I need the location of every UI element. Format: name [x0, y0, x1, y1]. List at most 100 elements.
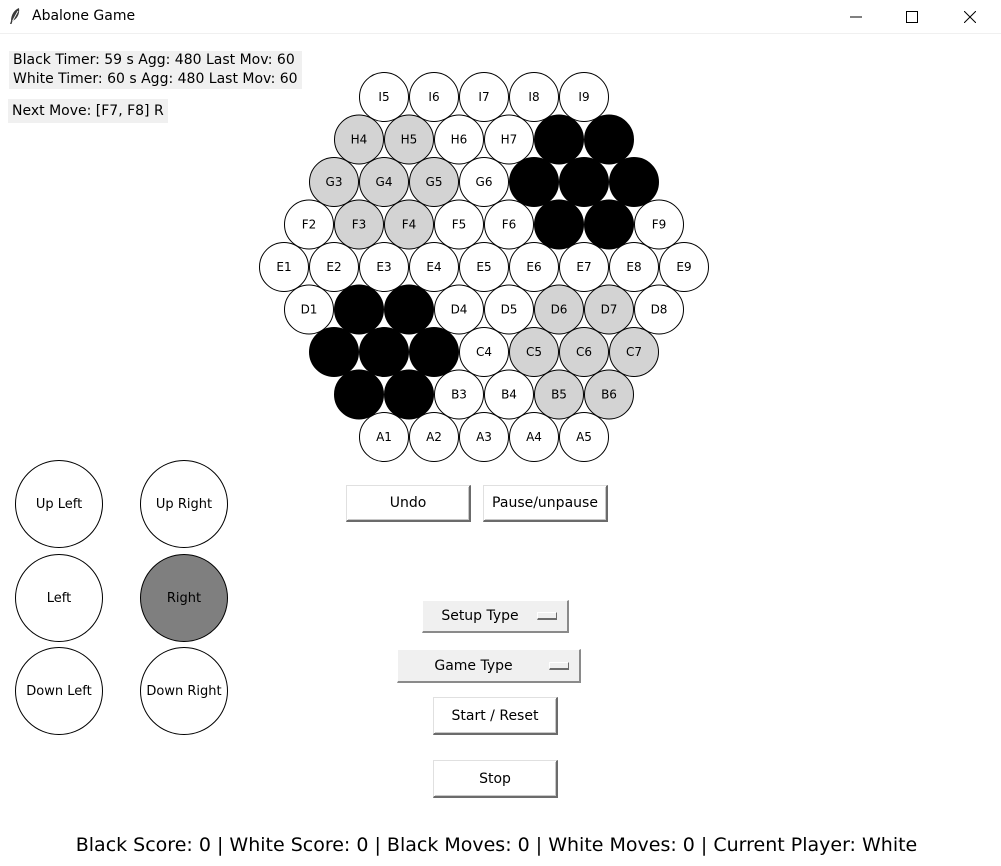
board-cell-c4[interactable]: C4: [459, 327, 509, 377]
empty-cell[interactable]: [609, 242, 659, 292]
black-marble[interactable]: [309, 327, 359, 377]
white-marble[interactable]: [384, 199, 434, 250]
empty-cell[interactable]: [484, 284, 534, 335]
empty-cell[interactable]: [259, 242, 309, 292]
board-cell-e4[interactable]: E4: [409, 242, 459, 292]
board-cell-c2[interactable]: [359, 327, 409, 377]
board-cell-h8[interactable]: [534, 114, 584, 165]
empty-cell[interactable]: [359, 72, 409, 122]
empty-cell[interactable]: [359, 412, 409, 462]
board-cell-i6[interactable]: I6: [409, 72, 459, 122]
board-cell-c5[interactable]: C5: [509, 327, 559, 377]
board-cell-i5[interactable]: I5: [359, 72, 409, 122]
board-cell-f3[interactable]: F3: [334, 199, 384, 250]
empty-cell[interactable]: [484, 369, 534, 420]
board-cell-h9[interactable]: [584, 114, 634, 165]
empty-cell[interactable]: [659, 242, 709, 292]
empty-cell[interactable]: [509, 72, 559, 122]
black-marble[interactable]: [534, 199, 584, 250]
empty-cell[interactable]: [434, 114, 484, 165]
board-cell-d1[interactable]: D1: [284, 284, 334, 335]
board-cell-f5[interactable]: F5: [434, 199, 484, 250]
empty-cell[interactable]: [359, 242, 409, 292]
white-marble[interactable]: [534, 369, 584, 420]
empty-cell[interactable]: [459, 412, 509, 462]
empty-cell[interactable]: [409, 242, 459, 292]
board-cell-f7[interactable]: [534, 199, 584, 250]
board-cell-e3[interactable]: E3: [359, 242, 409, 292]
setup-type-menu[interactable]: Setup Type: [422, 600, 569, 633]
white-marble[interactable]: [609, 327, 659, 377]
black-marble[interactable]: [384, 369, 434, 420]
empty-cell[interactable]: [459, 157, 509, 207]
white-marble[interactable]: [384, 114, 434, 165]
board-cell-a2[interactable]: A2: [409, 412, 459, 462]
black-marble[interactable]: [334, 369, 384, 420]
pause-button[interactable]: Pause/unpause: [483, 485, 608, 522]
right-button[interactable]: Right: [140, 554, 228, 642]
white-marble[interactable]: [409, 157, 459, 207]
white-marble[interactable]: [359, 157, 409, 207]
game-type-menu[interactable]: Game Type: [397, 649, 581, 683]
black-marble[interactable]: [384, 284, 434, 335]
board-cell-e2[interactable]: E2: [309, 242, 359, 292]
board-cell-i9[interactable]: I9: [559, 72, 609, 122]
board-cell-a3[interactable]: A3: [459, 412, 509, 462]
board-cell-g6[interactable]: G6: [459, 157, 509, 207]
board-cell-i8[interactable]: I8: [509, 72, 559, 122]
board-cell-d7[interactable]: D7: [584, 284, 634, 335]
white-marble[interactable]: [534, 284, 584, 335]
board-cell-f6[interactable]: F6: [484, 199, 534, 250]
black-marble[interactable]: [334, 284, 384, 335]
black-marble[interactable]: [584, 114, 634, 165]
empty-cell[interactable]: [484, 199, 534, 250]
empty-cell[interactable]: [484, 114, 534, 165]
empty-cell[interactable]: [459, 242, 509, 292]
board-cell-c6[interactable]: C6: [559, 327, 609, 377]
white-marble[interactable]: [334, 114, 384, 165]
board-cell-h5[interactable]: H5: [384, 114, 434, 165]
board-cell-b3[interactable]: B3: [434, 369, 484, 420]
empty-cell[interactable]: [509, 412, 559, 462]
board-cell-g4[interactable]: G4: [359, 157, 409, 207]
board-cell-f2[interactable]: F2: [284, 199, 334, 250]
board-cell-e9[interactable]: E9: [659, 242, 709, 292]
empty-cell[interactable]: [559, 242, 609, 292]
left-button[interactable]: Left: [15, 554, 103, 642]
board-cell-c3[interactable]: [409, 327, 459, 377]
empty-cell[interactable]: [409, 412, 459, 462]
board-cell-h7[interactable]: H7: [484, 114, 534, 165]
board-cell-f4[interactable]: F4: [384, 199, 434, 250]
black-marble[interactable]: [559, 157, 609, 207]
black-marble[interactable]: [584, 199, 634, 250]
board-cell-i7[interactable]: I7: [459, 72, 509, 122]
board-cell-h4[interactable]: H4: [334, 114, 384, 165]
board-cell-e7[interactable]: E7: [559, 242, 609, 292]
empty-cell[interactable]: [434, 199, 484, 250]
board-cell-a4[interactable]: A4: [509, 412, 559, 462]
board-cell-c1[interactable]: [309, 327, 359, 377]
empty-cell[interactable]: [284, 284, 334, 335]
board-cell-e6[interactable]: E6: [509, 242, 559, 292]
empty-cell[interactable]: [509, 242, 559, 292]
board-cell-e1[interactable]: E1: [259, 242, 309, 292]
white-marble[interactable]: [584, 369, 634, 420]
board-cell-g7[interactable]: [509, 157, 559, 207]
board-cell-g3[interactable]: G3: [309, 157, 359, 207]
white-marble[interactable]: [309, 157, 359, 207]
up-left-button[interactable]: Up Left: [15, 460, 103, 548]
white-marble[interactable]: [584, 284, 634, 335]
white-marble[interactable]: [334, 199, 384, 250]
white-marble[interactable]: [509, 327, 559, 377]
board-cell-h6[interactable]: H6: [434, 114, 484, 165]
board-cell-d3[interactable]: [384, 284, 434, 335]
board-cell-d4[interactable]: D4: [434, 284, 484, 335]
black-marble[interactable]: [509, 157, 559, 207]
board-cell-a5[interactable]: A5: [559, 412, 609, 462]
black-marble[interactable]: [359, 327, 409, 377]
empty-cell[interactable]: [284, 199, 334, 250]
board-cell-b2[interactable]: [384, 369, 434, 420]
stop-button[interactable]: Stop: [433, 760, 558, 798]
board-cell-b6[interactable]: B6: [584, 369, 634, 420]
